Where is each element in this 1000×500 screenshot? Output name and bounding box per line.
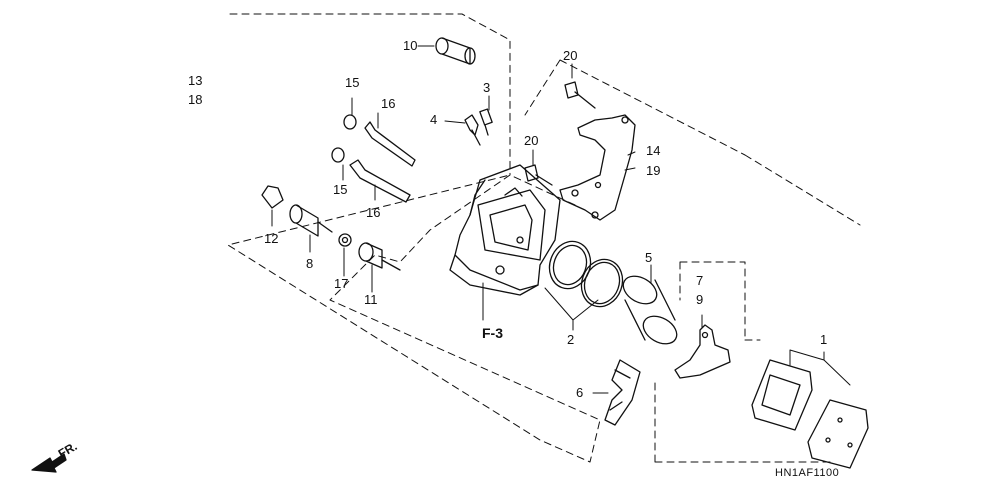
reference-label: F-3 xyxy=(482,325,503,341)
label-part-16-lower: 16 xyxy=(366,205,381,220)
label-part-15-lower: 15 xyxy=(333,182,348,197)
label-part-1: 1 xyxy=(820,332,828,347)
shim-7 xyxy=(674,324,731,379)
bolt-20-mid xyxy=(524,164,553,186)
front-arrow xyxy=(31,453,67,473)
label-part-9: 9 xyxy=(696,292,704,307)
sleeve-11 xyxy=(358,242,401,271)
label-part-6: 6 xyxy=(576,385,584,400)
leader-lines xyxy=(271,45,851,394)
label-part-15-upper: 15 xyxy=(345,75,360,90)
label-part-13: 13 xyxy=(188,73,203,88)
label-part-19: 19 xyxy=(646,163,661,178)
label-part-7: 7 xyxy=(696,273,704,288)
label-part-8: 8 xyxy=(306,256,314,271)
bleeder-parts xyxy=(464,108,493,146)
label-part-12: 12 xyxy=(264,231,279,246)
label-part-2: 2 xyxy=(567,332,575,347)
diagram-code: HN1AF1100 xyxy=(775,467,840,479)
pin-8 xyxy=(289,204,333,237)
assembly-boundary xyxy=(227,13,601,463)
pin-16-upper xyxy=(343,114,416,167)
bracket-14 xyxy=(559,114,636,221)
label-part-14: 14 xyxy=(646,143,661,158)
pin-10 xyxy=(435,37,476,65)
caliper-body xyxy=(449,164,561,296)
cap-12 xyxy=(261,185,284,209)
pad-boundary xyxy=(654,261,831,463)
label-part-3: 3 xyxy=(483,80,491,95)
brake-pads-1 xyxy=(751,359,869,469)
label-part-11: 11 xyxy=(364,292,378,307)
label-part-20-lower: 20 xyxy=(524,133,539,148)
spring-6 xyxy=(604,359,641,426)
piston-5 xyxy=(622,275,678,345)
label-part-4: 4 xyxy=(430,112,438,127)
label-part-16-upper: 16 xyxy=(381,96,396,111)
label-part-5: 5 xyxy=(645,250,653,265)
pin-16-lower xyxy=(331,147,411,203)
label-part-10: 10 xyxy=(403,38,418,53)
label-part-20-upper: 20 xyxy=(563,48,578,63)
label-part-18: 18 xyxy=(188,92,203,107)
bolt-20-top xyxy=(564,81,596,109)
label-part-17: 17 xyxy=(334,276,349,291)
nut-17 xyxy=(338,233,352,247)
